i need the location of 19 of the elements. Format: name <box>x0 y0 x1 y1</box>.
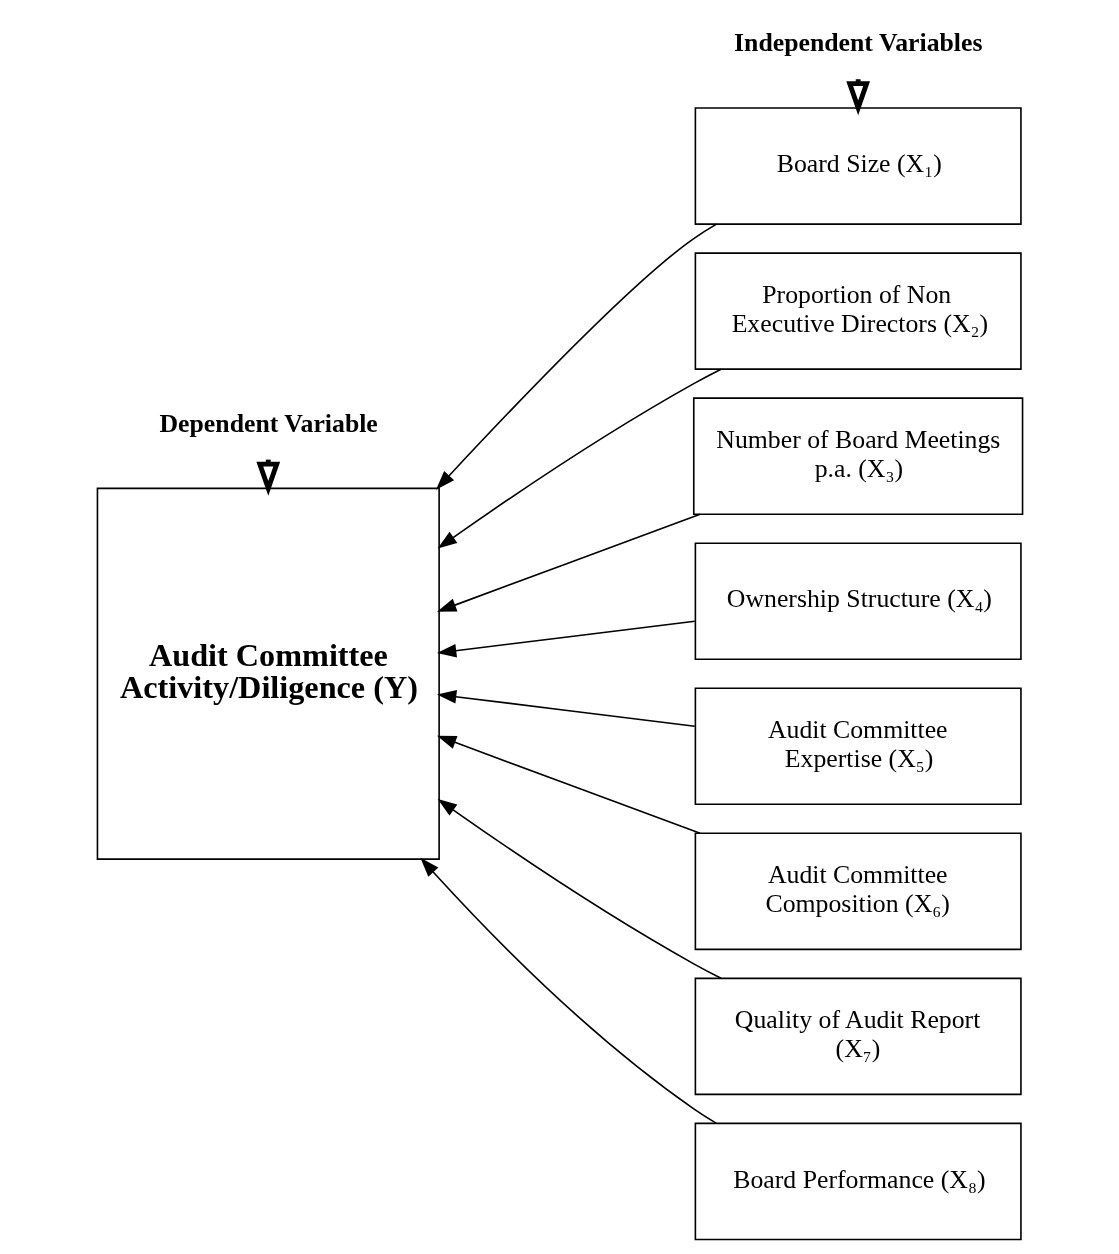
node-box: Number of Board Meetings p.a. (X₃) <box>692 397 1023 515</box>
node-box: Audit Committee Activity/Diligence (Y) <box>96 487 440 860</box>
arrow <box>435 223 717 490</box>
node-box: Audit Committee Composition (X₆) <box>694 832 1022 951</box>
node-box: Quality of Audit Report (X₇) <box>694 977 1022 1096</box>
node-box: Proportion of Non Executive Directors (X₂) <box>694 252 1022 370</box>
node-box: Ownership Structure (X₄) <box>694 542 1022 661</box>
node-text: Independent Variables <box>733 28 982 58</box>
arrow <box>436 690 695 728</box>
node-box: Board Performance (X₈) <box>694 1122 1022 1241</box>
arrow <box>437 368 722 549</box>
arrow <box>436 735 701 835</box>
arrow <box>436 620 695 658</box>
node-text: Dependent Variable <box>159 408 378 438</box>
arrow <box>437 798 722 980</box>
arrow <box>436 513 701 612</box>
node-box: Audit Committee Expertise (X₅) <box>694 687 1022 806</box>
arrow <box>419 857 717 1125</box>
node-box: Board Size (X₁) <box>694 107 1022 225</box>
